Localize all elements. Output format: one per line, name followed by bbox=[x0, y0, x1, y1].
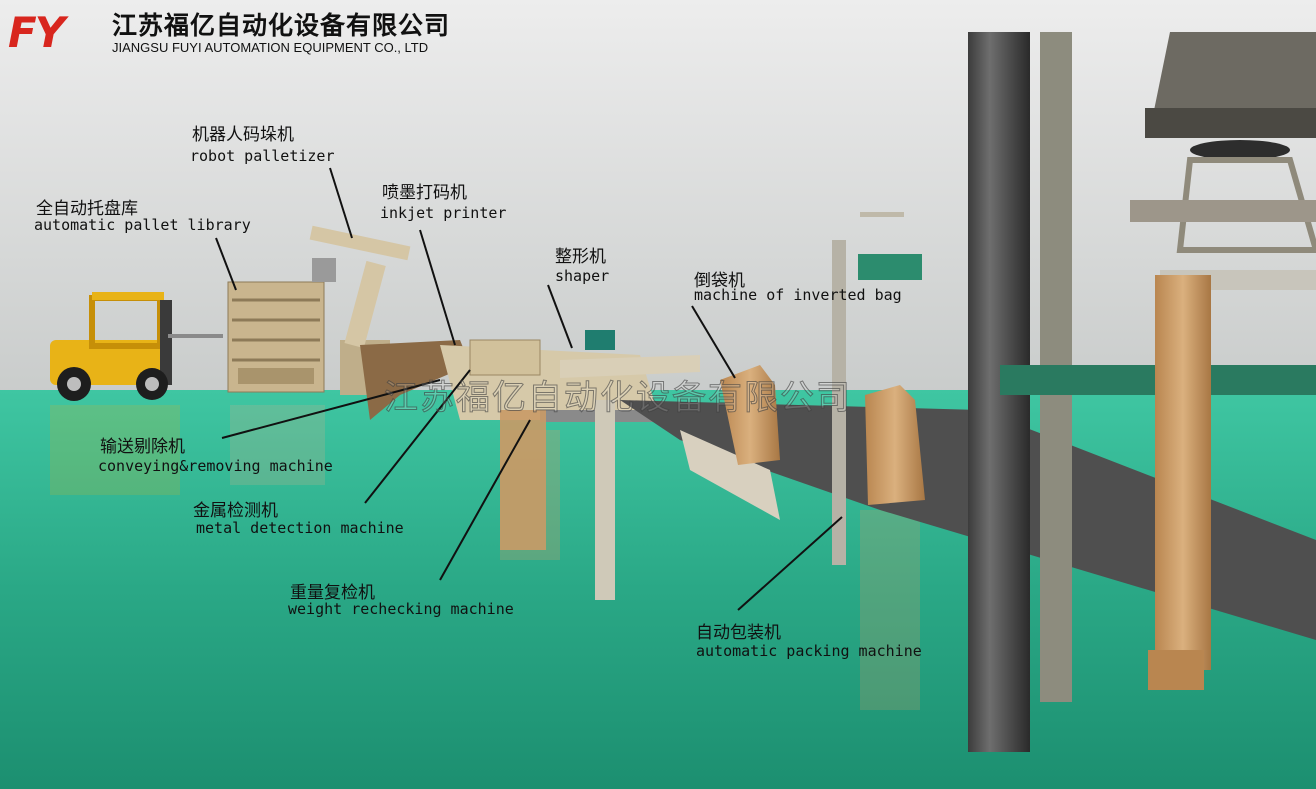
fy-logo: FY bbox=[8, 8, 65, 57]
support-post bbox=[595, 400, 615, 600]
company-watermark: 江苏福亿自动化设备有限公司 bbox=[384, 378, 852, 419]
label-robot-palletizer-en: robot palletizer bbox=[190, 147, 335, 165]
green-floor bbox=[0, 390, 1316, 789]
company-name-cn: 江苏福亿自动化设备有限公司 bbox=[112, 11, 451, 40]
label-shaper-cn: 整形机 bbox=[555, 247, 606, 267]
company-name-en: JIANGSU FUYI AUTOMATION EQUIPMENT CO., L… bbox=[112, 40, 429, 55]
label-inkjet-printer-cn: 喷墨打码机 bbox=[382, 183, 467, 203]
pallet-library bbox=[227, 281, 325, 393]
label-weight-rechecking-en: weight rechecking machine bbox=[288, 600, 514, 618]
label-pallet-library-en: automatic pallet library bbox=[34, 216, 251, 234]
label-metal-detection-en: metal detection machine bbox=[196, 519, 404, 537]
label-inverted-bag-en: machine of inverted bag bbox=[694, 286, 902, 304]
signal-post bbox=[832, 212, 922, 565]
wall bbox=[0, 0, 1316, 395]
forklift bbox=[50, 292, 223, 401]
label-conveying-removing-cn: 输送剔除机 bbox=[100, 437, 185, 457]
label-weight-rechecking-cn: 重量复检机 bbox=[290, 583, 375, 603]
label-inkjet-printer-en: inkjet printer bbox=[380, 204, 507, 222]
callout-lines bbox=[215, 167, 843, 611]
label-shaper-en: shaper bbox=[555, 267, 610, 285]
label-metal-detection-cn: 金属检测机 bbox=[193, 501, 278, 521]
packing-machine bbox=[1130, 32, 1316, 690]
label-packing-machine-en: automatic packing machine bbox=[696, 642, 922, 660]
bags bbox=[720, 365, 925, 505]
label-pallet-library-cn: 全自动托盘库 bbox=[36, 199, 138, 219]
label-conveying-removing-en: conveying&removing machine bbox=[98, 457, 333, 475]
label-packing-machine-cn: 自动包装机 bbox=[696, 623, 781, 643]
label-robot-palletizer-cn: 机器人码垛机 bbox=[192, 125, 294, 145]
label-inverted-bag-cn: 倒袋机 bbox=[694, 271, 745, 291]
